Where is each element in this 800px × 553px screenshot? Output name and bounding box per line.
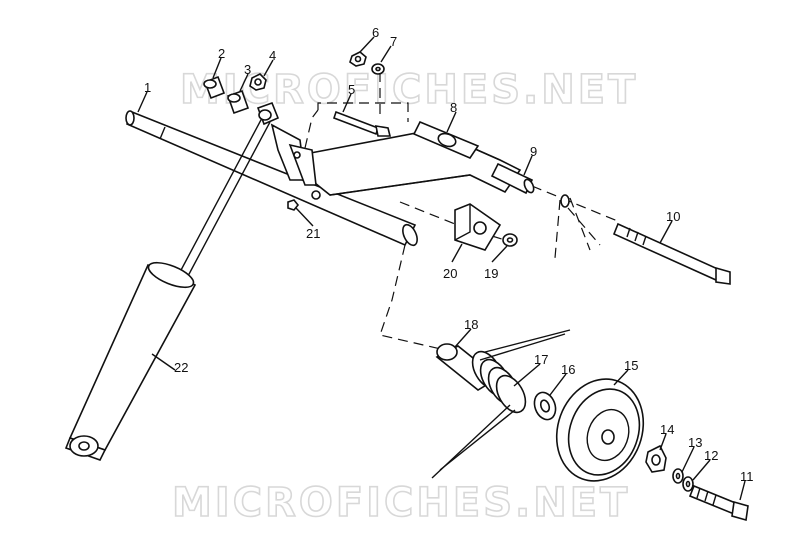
part-12-washer [682,476,694,492]
callout-21: 21 [306,226,320,241]
part-19-washer [502,233,518,247]
part-21-nut [287,190,321,211]
callout-labels: 1 2 3 4 5 6 7 8 9 10 11 12 13 14 15 16 1… [144,25,754,484]
callout-12: 12 [704,448,718,463]
part-3-spacer [226,89,250,115]
callout-16: 16 [561,362,575,377]
callout-4: 4 [269,48,276,63]
callout-7: 7 [390,34,397,49]
part-22-shock-absorber [64,117,271,461]
callout-17: 17 [534,352,548,367]
mount-bracket [270,123,317,186]
callout-15: 15 [624,358,638,373]
assembly-guide-lines [304,72,621,351]
part-14-spacer [645,444,667,473]
callout-8: 8 [450,100,457,115]
part-17-torsion-spring [431,329,571,479]
part-13-washer [672,468,684,484]
part-11-bolt [688,484,749,522]
part-7-washer [371,63,385,75]
callout-22: 22 [174,360,188,375]
leader-lines [137,36,746,501]
callout-11: 11 [740,469,754,484]
part-9-shaft [490,162,535,195]
callout-10: 10 [666,209,680,224]
callout-19: 19 [484,266,498,281]
watermark-bottom: MICROFICHES.NET [172,480,630,526]
part-16-washer [533,391,557,421]
callout-14: 14 [660,422,674,437]
callout-5: 5 [348,82,355,97]
shock-upper-eye [256,101,280,126]
callout-3: 3 [244,62,251,77]
callout-2: 2 [218,46,225,61]
callout-6: 6 [372,25,379,40]
part-10-long-bolt [612,222,731,285]
part-2-bushing [203,75,226,100]
part-20-block [454,203,502,251]
callout-18: 18 [464,317,478,332]
callout-13: 13 [688,435,702,450]
watermark-top: MICROFICHES.NET [180,67,638,113]
callout-1: 1 [144,80,151,95]
part-15-idler-wheel [555,378,645,482]
part-8-swing-arm [299,120,522,196]
part-5-bolt [332,110,392,137]
clip-ring [560,194,570,208]
part-6-nut [349,51,367,67]
callout-20: 20 [443,266,457,281]
part-4-nut [249,73,267,91]
callout-9: 9 [530,144,537,159]
